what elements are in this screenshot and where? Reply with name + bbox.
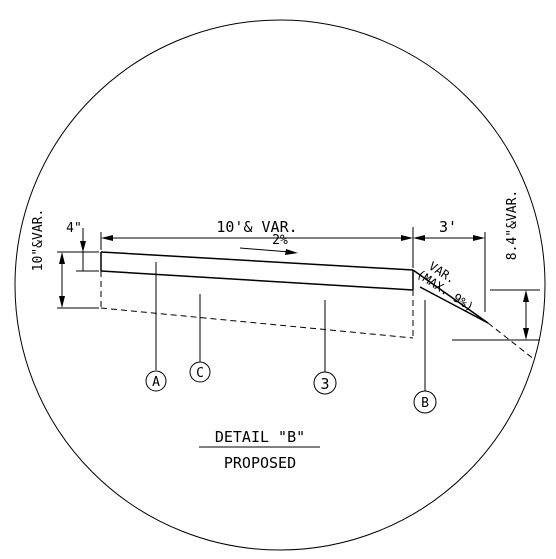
arrow-4in-top [80,241,86,252]
slope-label: 2% [272,233,288,248]
dim-4in-label: 4" [66,221,82,236]
arrow-top-mid-r [413,235,425,241]
callout-3-label: 3 [320,375,329,393]
arrow-top-right [473,235,485,241]
detail-circle [14,19,546,551]
dim-right-width-label: 3' [439,218,457,236]
callout-b-circle [413,390,437,414]
dim-10in-label: 10"&VAR. [31,209,46,272]
arrow-right-top [523,290,529,302]
callout-a-label: A [152,375,160,390]
slope-arrow-head [285,249,298,255]
arrow-top-left [101,235,113,241]
callout-b-label: B [421,396,429,411]
slope-arrow-line [239,247,291,253]
arrow-top-mid-l [401,235,413,241]
subgrade-dashed-line [100,307,414,339]
arrow-right-bot [523,328,529,340]
callout-3-circle [313,371,337,395]
dim-8in-label: 8.4"&VAR. [505,190,520,260]
dim-top-width-label: 10'& VAR. [216,218,297,236]
detail-title: DETAIL "B" [215,428,305,446]
callout-a-circle [145,370,167,392]
pavement-top-surface [100,251,414,271]
shoulder-bottom-line [419,286,489,324]
detail-subtitle: PROPOSED [224,454,296,472]
arrow-10in-top [59,252,65,264]
callout-c-label: C [196,366,204,381]
callout-c-circle [189,361,211,383]
pavement-layer-line [100,270,414,291]
shoulder-top-line [412,269,489,324]
arrow-10in-bot [59,296,65,308]
